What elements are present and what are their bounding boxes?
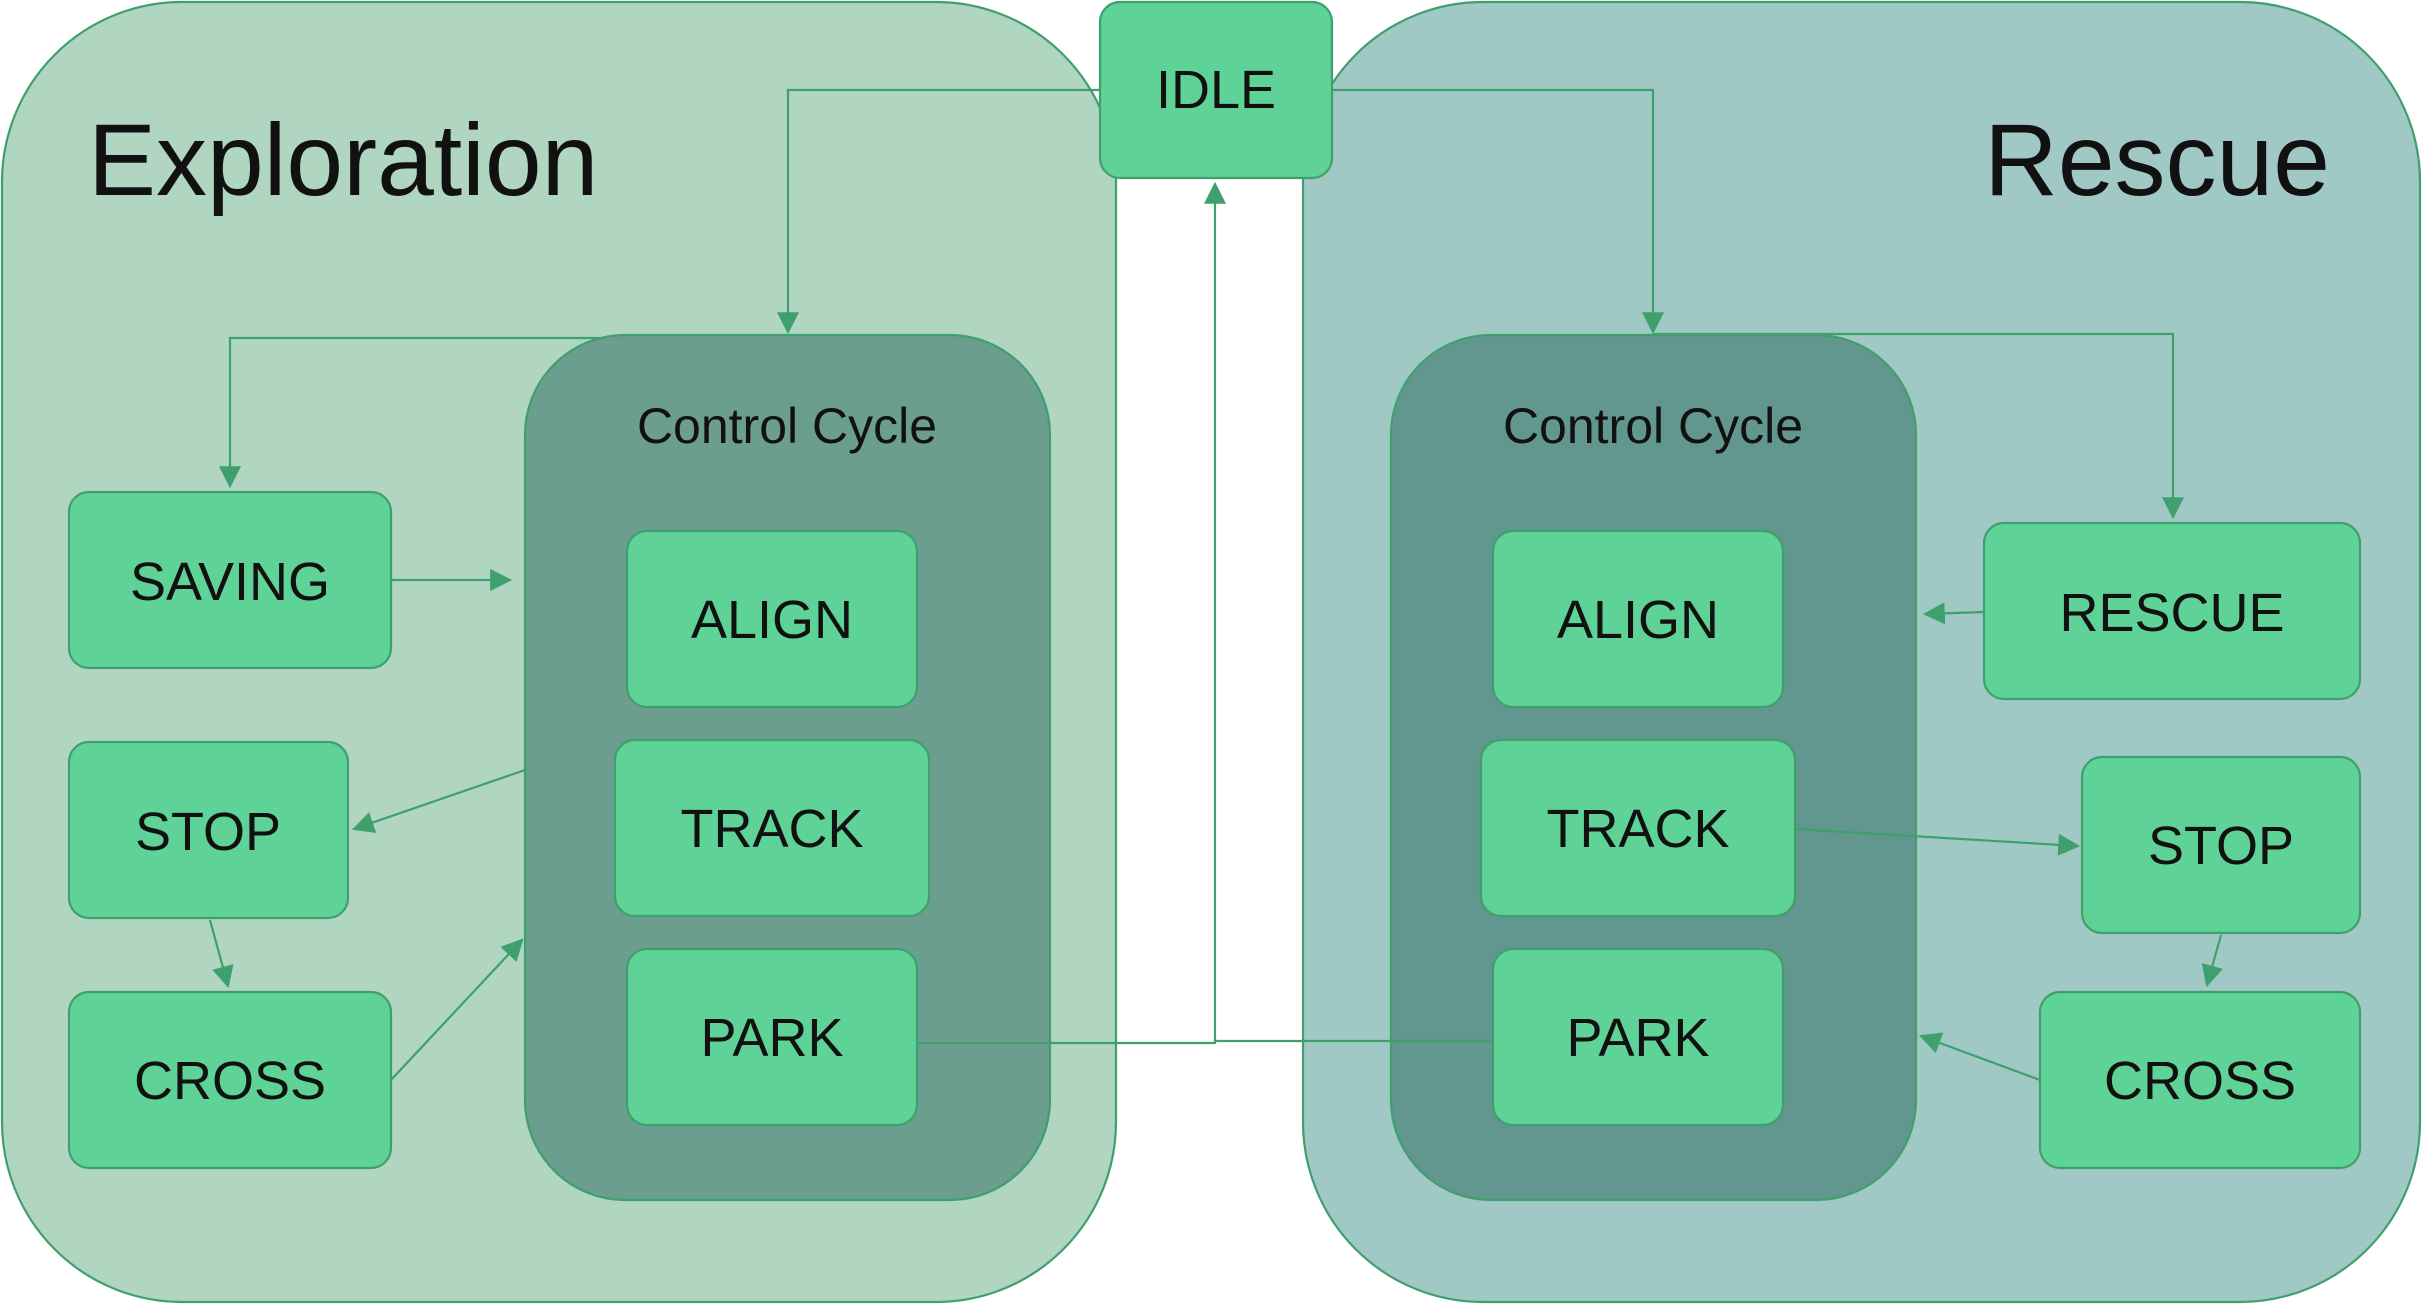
- edge-cross-to-cycle-left: [390, 938, 524, 1081]
- track-label-right: TRACK: [1546, 799, 1729, 859]
- rescue-state: [1982, 521, 2362, 701]
- edge-stop-to-cross-left: [208, 919, 234, 989]
- align-label-right: ALIGN: [1557, 590, 1719, 650]
- stop-state-right: [2080, 755, 2362, 935]
- edge-idle-to-exploration: [777, 88, 1100, 335]
- edge-track-to-stop-right: [1794, 827, 2081, 856]
- edge-cycle-to-stop-left: [351, 768, 526, 833]
- rescue-label: RESCUE: [2059, 583, 2284, 643]
- align-state-right: [1491, 529, 1785, 709]
- edge-rescue-cycle-to-rescue: [1653, 332, 2184, 520]
- stop-label-right: STOP: [2148, 816, 2294, 876]
- track-state-right: [1479, 738, 1797, 918]
- saving-label: SAVING: [130, 552, 330, 612]
- stop-label-left: STOP: [135, 802, 281, 862]
- edge-stop-to-cross-right: [2201, 934, 2223, 988]
- park-label-left: PARK: [700, 1008, 843, 1068]
- track-state-left: [613, 738, 931, 918]
- park-label-right: PARK: [1566, 1008, 1709, 1068]
- exploration-control-cycle-title: Control Cycle: [637, 398, 937, 454]
- rescue-control-cycle-title: Control Cycle: [1503, 398, 1803, 454]
- cross-state-right: [2038, 990, 2362, 1170]
- cross-label-right: CROSS: [2104, 1051, 2296, 1111]
- edge-idle-to-rescue: [1330, 88, 1664, 335]
- idle-label: IDLE: [1156, 60, 1276, 120]
- align-label-left: ALIGN: [691, 590, 853, 650]
- park-state-left: [625, 947, 919, 1127]
- park-state-right: [1491, 947, 1785, 1127]
- rescue-title: Rescue: [1984, 103, 2330, 217]
- stop-state-left: [67, 740, 350, 920]
- align-state-left: [625, 529, 919, 709]
- cross-label-left: CROSS: [134, 1051, 326, 1111]
- edge-rescue-to-cycle: [1922, 602, 1985, 625]
- edge-exploration-cycle-to-saving: [219, 336, 600, 489]
- idle-state: [1098, 0, 1334, 180]
- track-label-left: TRACK: [680, 799, 863, 859]
- cross-state-left: [67, 990, 393, 1170]
- edge-cross-to-cycle-right: [1918, 1032, 2041, 1082]
- edge-park-left-to-idle: [917, 181, 1226, 1045]
- saving-state: [67, 490, 393, 670]
- exploration-title: Exploration: [88, 103, 598, 217]
